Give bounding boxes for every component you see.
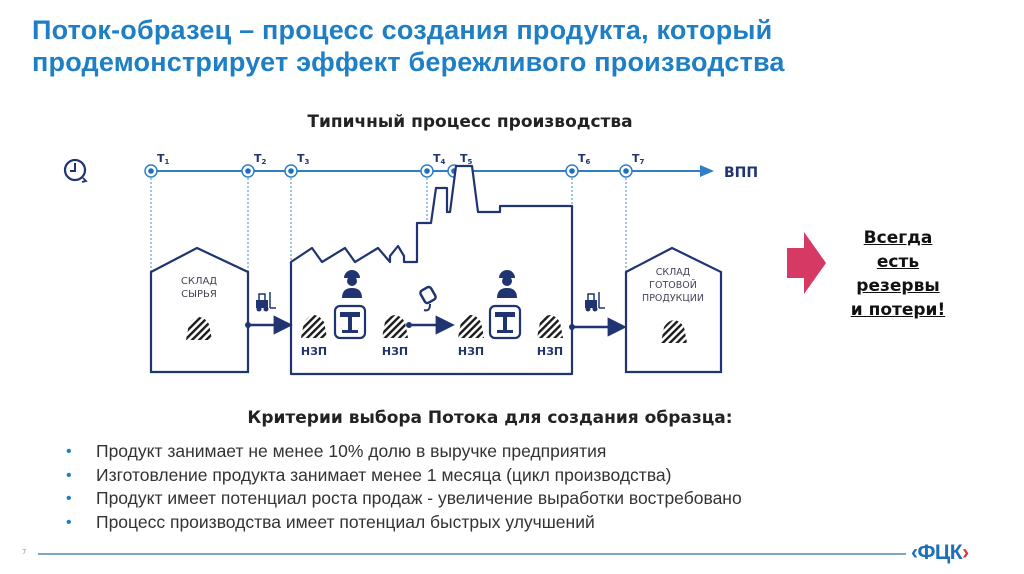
bullet-icon: • [66, 490, 72, 507]
callout-line-2: есть [876, 252, 920, 272]
stock-pile-icon [661, 320, 687, 343]
stock-pile-icon [458, 315, 484, 338]
callout-line-1: Всегда [863, 228, 933, 248]
title-line-2: продемонстрирует эффект бережливого прои… [32, 47, 785, 77]
criteria-title: Критерии выбора Потока для создания обра… [247, 408, 733, 428]
bullet-icon: • [66, 513, 72, 531]
forklift-icon [585, 292, 605, 312]
raw-warehouse-label-1: СКЛАД [181, 276, 217, 287]
bullet-icon: • [66, 466, 72, 484]
forklift-icon [256, 292, 276, 312]
time-point-label: T6 [578, 152, 591, 166]
criteria-item: •Продукт имеет потенциал роста продаж - … [66, 487, 742, 511]
time-point-label: T3 [297, 152, 310, 166]
callout-line-4: и потери! [850, 300, 946, 320]
criteria-list: •Продукт занимает не менее 10% долю в вы… [66, 440, 742, 534]
finished-warehouse-label-1: СКЛАД [656, 267, 690, 278]
raw-warehouse-label-2: СЫРЬЯ [181, 289, 217, 300]
finished-warehouse-label-3: ПРОДУКЦИИ [642, 293, 704, 304]
callout-text: Всегда есть резервы и потери! [838, 226, 958, 322]
raw-materials-warehouse [149, 246, 250, 374]
worker-icon [342, 270, 362, 298]
criteria-item: •Изготовление продукта занимает менее 1 … [66, 464, 742, 488]
stock-pile-icon [186, 317, 212, 340]
wip-label: НЗП [537, 345, 563, 358]
stock-pile-icon [382, 315, 408, 338]
finished-warehouse-label-2: ГОТОВОЙ [649, 279, 697, 291]
time-point-marker: T6 [565, 152, 591, 178]
time-point-label: T4 [433, 152, 446, 166]
machine-icon [488, 304, 522, 340]
time-point-label: T2 [254, 152, 267, 166]
finished-goods-warehouse [624, 246, 723, 374]
worker-icon [497, 270, 517, 298]
callout-line-3: резервы [856, 276, 940, 296]
wip-label: НЗП [301, 345, 327, 358]
flow-arrows [245, 315, 627, 337]
time-point-label: T7 [632, 152, 645, 166]
time-point-marker: T3 [284, 152, 310, 178]
company-logo: ‹ФЦК› [911, 541, 969, 564]
wip-label: НЗП [458, 345, 484, 358]
clock-icon [63, 158, 88, 183]
criteria-item: •Продукт занимает не менее 10% долю в вы… [66, 440, 742, 464]
factory-building [289, 164, 574, 376]
time-point-label: T5 [460, 152, 473, 166]
crane-hook-icon [419, 285, 437, 312]
machine-icon [333, 304, 367, 340]
title-line-1: Поток-образец – процесс создания продукт… [32, 15, 773, 45]
stock-pile-icon [537, 315, 563, 338]
page-number: 7 [22, 548, 27, 556]
time-point-label: T1 [157, 152, 170, 166]
time-point-marker: T4 [420, 152, 446, 178]
diagram-subtitle: Типичный процесс производства [307, 112, 633, 132]
time-point-marker: T2 [241, 152, 267, 178]
wip-label: НЗП [382, 345, 408, 358]
bullet-icon: • [66, 443, 72, 460]
arrow-right-icon [787, 232, 826, 294]
slide-title: Поток-образец – процесс создания продукт… [32, 14, 932, 78]
criteria-item: •Процесс производства имеет потенциал бы… [66, 511, 742, 535]
time-point-marker: T7 [619, 152, 645, 178]
timeline-label: ВПП [724, 165, 758, 181]
footer-divider [38, 553, 906, 555]
stock-pile-icon [301, 315, 327, 338]
time-point-marker: T1 [144, 152, 170, 178]
